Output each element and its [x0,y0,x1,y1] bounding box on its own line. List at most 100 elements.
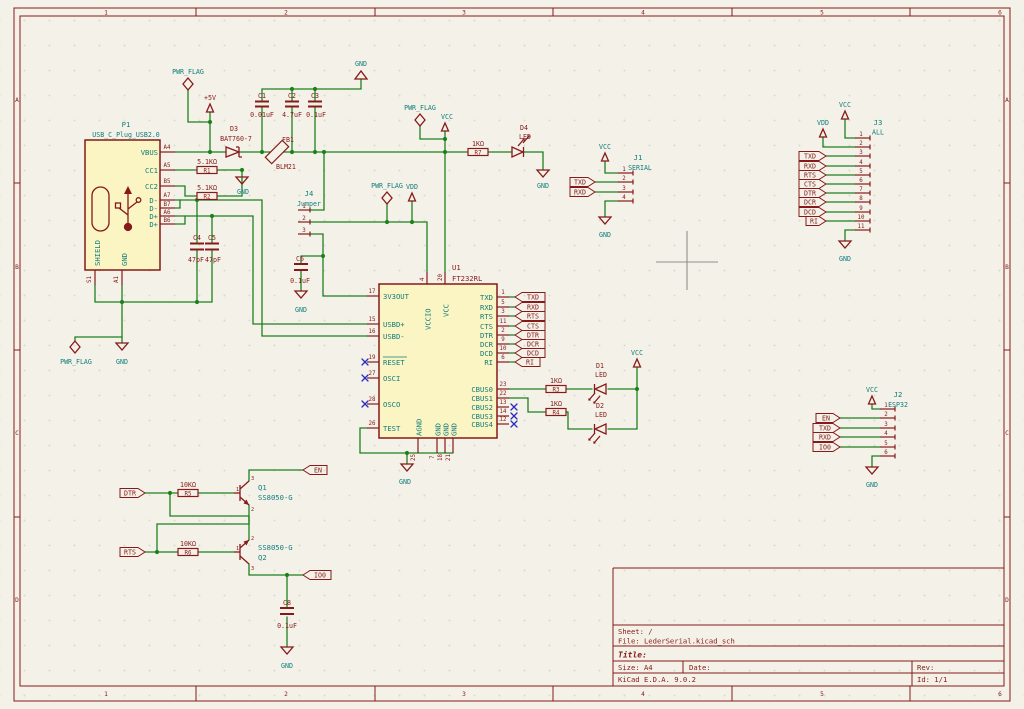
pwr-flag-symbol[interactable]: PWR_FLAG [404,104,436,128]
pin-number: 3 [251,566,254,572]
pwr-flag-symbol[interactable]: PWR_FLAG [60,339,92,366]
component-j1-serial[interactable]: J1 SERIAL 1 2 3 4 TXD RXD [569,153,652,204]
component-ref: D1 [596,362,604,370]
component-ref: R7 [475,151,482,157]
component-j2-esp32[interactable]: J2 ESP32 1 2 3 4 5 6 EN TXD RXD IO0 [812,390,908,459]
vcc-symbol[interactable]: VCC [839,101,851,120]
vcc-symbol[interactable]: VCC [631,349,643,368]
pins [298,207,311,237]
component-r2-resistor[interactable]: 5.1KΩ R2 [196,184,218,201]
pin-number: B5 [164,179,171,185]
component-p1-usb[interactable]: P1 USB_C_Plug_USB2.0 A4 A5 B5 A7 B7 A6 B… [84,120,175,285]
component-r1-resistor[interactable]: 5.1KΩ R1 [196,158,218,175]
pwr-flag-symbol[interactable]: PWR_FLAG [371,182,403,206]
component-ref: R1 [204,169,211,175]
gnd-symbol[interactable]: GND [837,240,853,263]
component-c3-cap[interactable]: C3 0.1uF [306,92,326,119]
net-label-en: EN [314,467,322,475]
pin-number: 27 [369,371,376,377]
component-j4-jumper[interactable]: J4 Jumper 1 2 3 [297,189,321,237]
gnd-symbol[interactable]: GND [114,342,130,366]
pin-name: GND [120,253,129,266]
pin-name: CBUS2 [471,403,493,412]
component-r7-resistor[interactable]: 1KΩ R7 [467,140,489,157]
plus5v-symbol[interactable]: +5V [204,94,216,113]
gnd-symbol[interactable]: GND [279,646,295,670]
gnd-symbol[interactable]: GND [353,60,369,80]
net-label-rts: RTS [124,549,136,557]
component-c5-cap[interactable]: C5 47pF [205,234,221,264]
pins [880,406,896,459]
component-d3-diode[interactable]: D3 BAT760-7 [220,125,252,158]
pin-number: 5 [501,300,505,306]
frame-col: 3 [462,10,466,17]
vcc-symbol[interactable]: VCC [440,113,453,132]
component-q2-transistor[interactable]: 1 2 3 SS8050-G Q2 [234,536,293,572]
vcc-symbol[interactable]: VCC [866,386,878,405]
component-ref: Q1 [258,483,267,492]
frame-row: B [1005,264,1009,271]
titleblock-file: File: LederSerial.kicad_sch [618,637,735,646]
frame-row: A [1005,97,1009,104]
component-value: USB_C_Plug_USB2.0 [92,131,160,139]
component-r4-resistor[interactable]: 1KΩ R4 [545,400,567,417]
component-r3-resistor[interactable]: 1KΩ R3 [545,377,567,394]
pin-name: GND [450,423,459,436]
title-block[interactable]: Sheet: / File: LederSerial.kicad_sch Tit… [612,567,1004,686]
net-labels-transistors[interactable]: DTR RTS EN IO0 [119,465,332,580]
gnd-symbol[interactable]: GND [597,216,613,239]
gnd-symbol[interactable]: GND [234,176,250,196]
junction-dots [119,86,640,578]
component-j3-all[interactable]: J3 ALL 1 2 3 4 5 6 7 8 9 10 11 TXD RXD [798,118,884,233]
net-label-txd: TXD [574,179,586,187]
component-q1-transistor[interactable]: 1 3 2 Q1 SS8050-G [234,476,293,513]
pin-number: 3 [622,186,626,192]
net-label-dcr: DCR [527,341,539,349]
pin-number: 3 [859,150,863,156]
component-c8-cap[interactable]: C8 0.1uF [277,599,297,630]
component-d1-led[interactable]: D1 LED [588,362,607,404]
component-value: 10KΩ [180,481,196,489]
vdd-symbol[interactable]: VDD [406,183,418,202]
pin-name: DTR [480,331,494,340]
pin-number: 8 [859,196,863,202]
component-u1-ft232rl[interactable]: U1 FT232RL 17 15 16 19 27 28 26 3V3OUT U… [367,263,509,461]
pin-number: 18 [438,454,444,461]
component-ref: FB1 [282,136,294,144]
power-symbols[interactable]: PWR_FLAG +5V GND PWR_FLAG VCC PWR_FLAG V… [60,60,880,670]
component-r6-resistor[interactable]: 10KΩ R6 [177,540,199,557]
net-label-cts: CTS [527,323,539,331]
gnd-symbol[interactable]: GND [293,290,309,314]
vcc-symbol[interactable]: VCC [599,143,611,162]
component-ref: C8 [283,599,291,607]
component-d4-led[interactable]: D4 LED [511,124,531,159]
gnd-symbol[interactable]: GND [864,466,880,489]
pwr-flag-symbol[interactable]: PWR_FLAG [172,68,204,92]
pin-number: 22 [500,391,507,397]
gnd-symbol[interactable]: GND [399,463,415,486]
pin-name: RTS [480,312,493,321]
pin-name: CBUS3 [471,412,493,421]
vdd-symbol[interactable]: VDD [817,119,829,138]
pin-number: 20 [438,274,444,281]
component-c6-cap[interactable]: C6 0.1uF [290,255,310,285]
component-d2-led[interactable]: D2 LED [588,402,607,444]
wire-segments[interactable] [74,78,881,648]
pin-number: 12 [500,417,507,423]
component-ref: P1 [122,120,131,129]
component-ref: R5 [185,492,192,498]
gnd-symbol[interactable]: GND [535,169,551,190]
net-label-cts: CTS [804,181,816,189]
pin-name: D- [149,196,158,205]
component-c1-cap[interactable]: C1 0.01uF [250,92,274,119]
net-labels-u1[interactable]: TXD RXD RTS CTS DTR DCR DCD RI [514,292,546,367]
component-c4-cap[interactable]: C4 47pF [188,234,204,264]
pin-name: USBD- [383,332,405,341]
frame-col: 6 [998,10,1002,17]
net-label-dtr: DTR [124,490,136,498]
component-fb1-ferrite[interactable]: FB1 BLM21 [264,136,296,171]
pin-number: 6 [884,450,888,456]
component-c2-cap[interactable]: C2 4.7uF [282,92,302,119]
component-r5-resistor[interactable]: 10KΩ R5 [177,481,199,498]
